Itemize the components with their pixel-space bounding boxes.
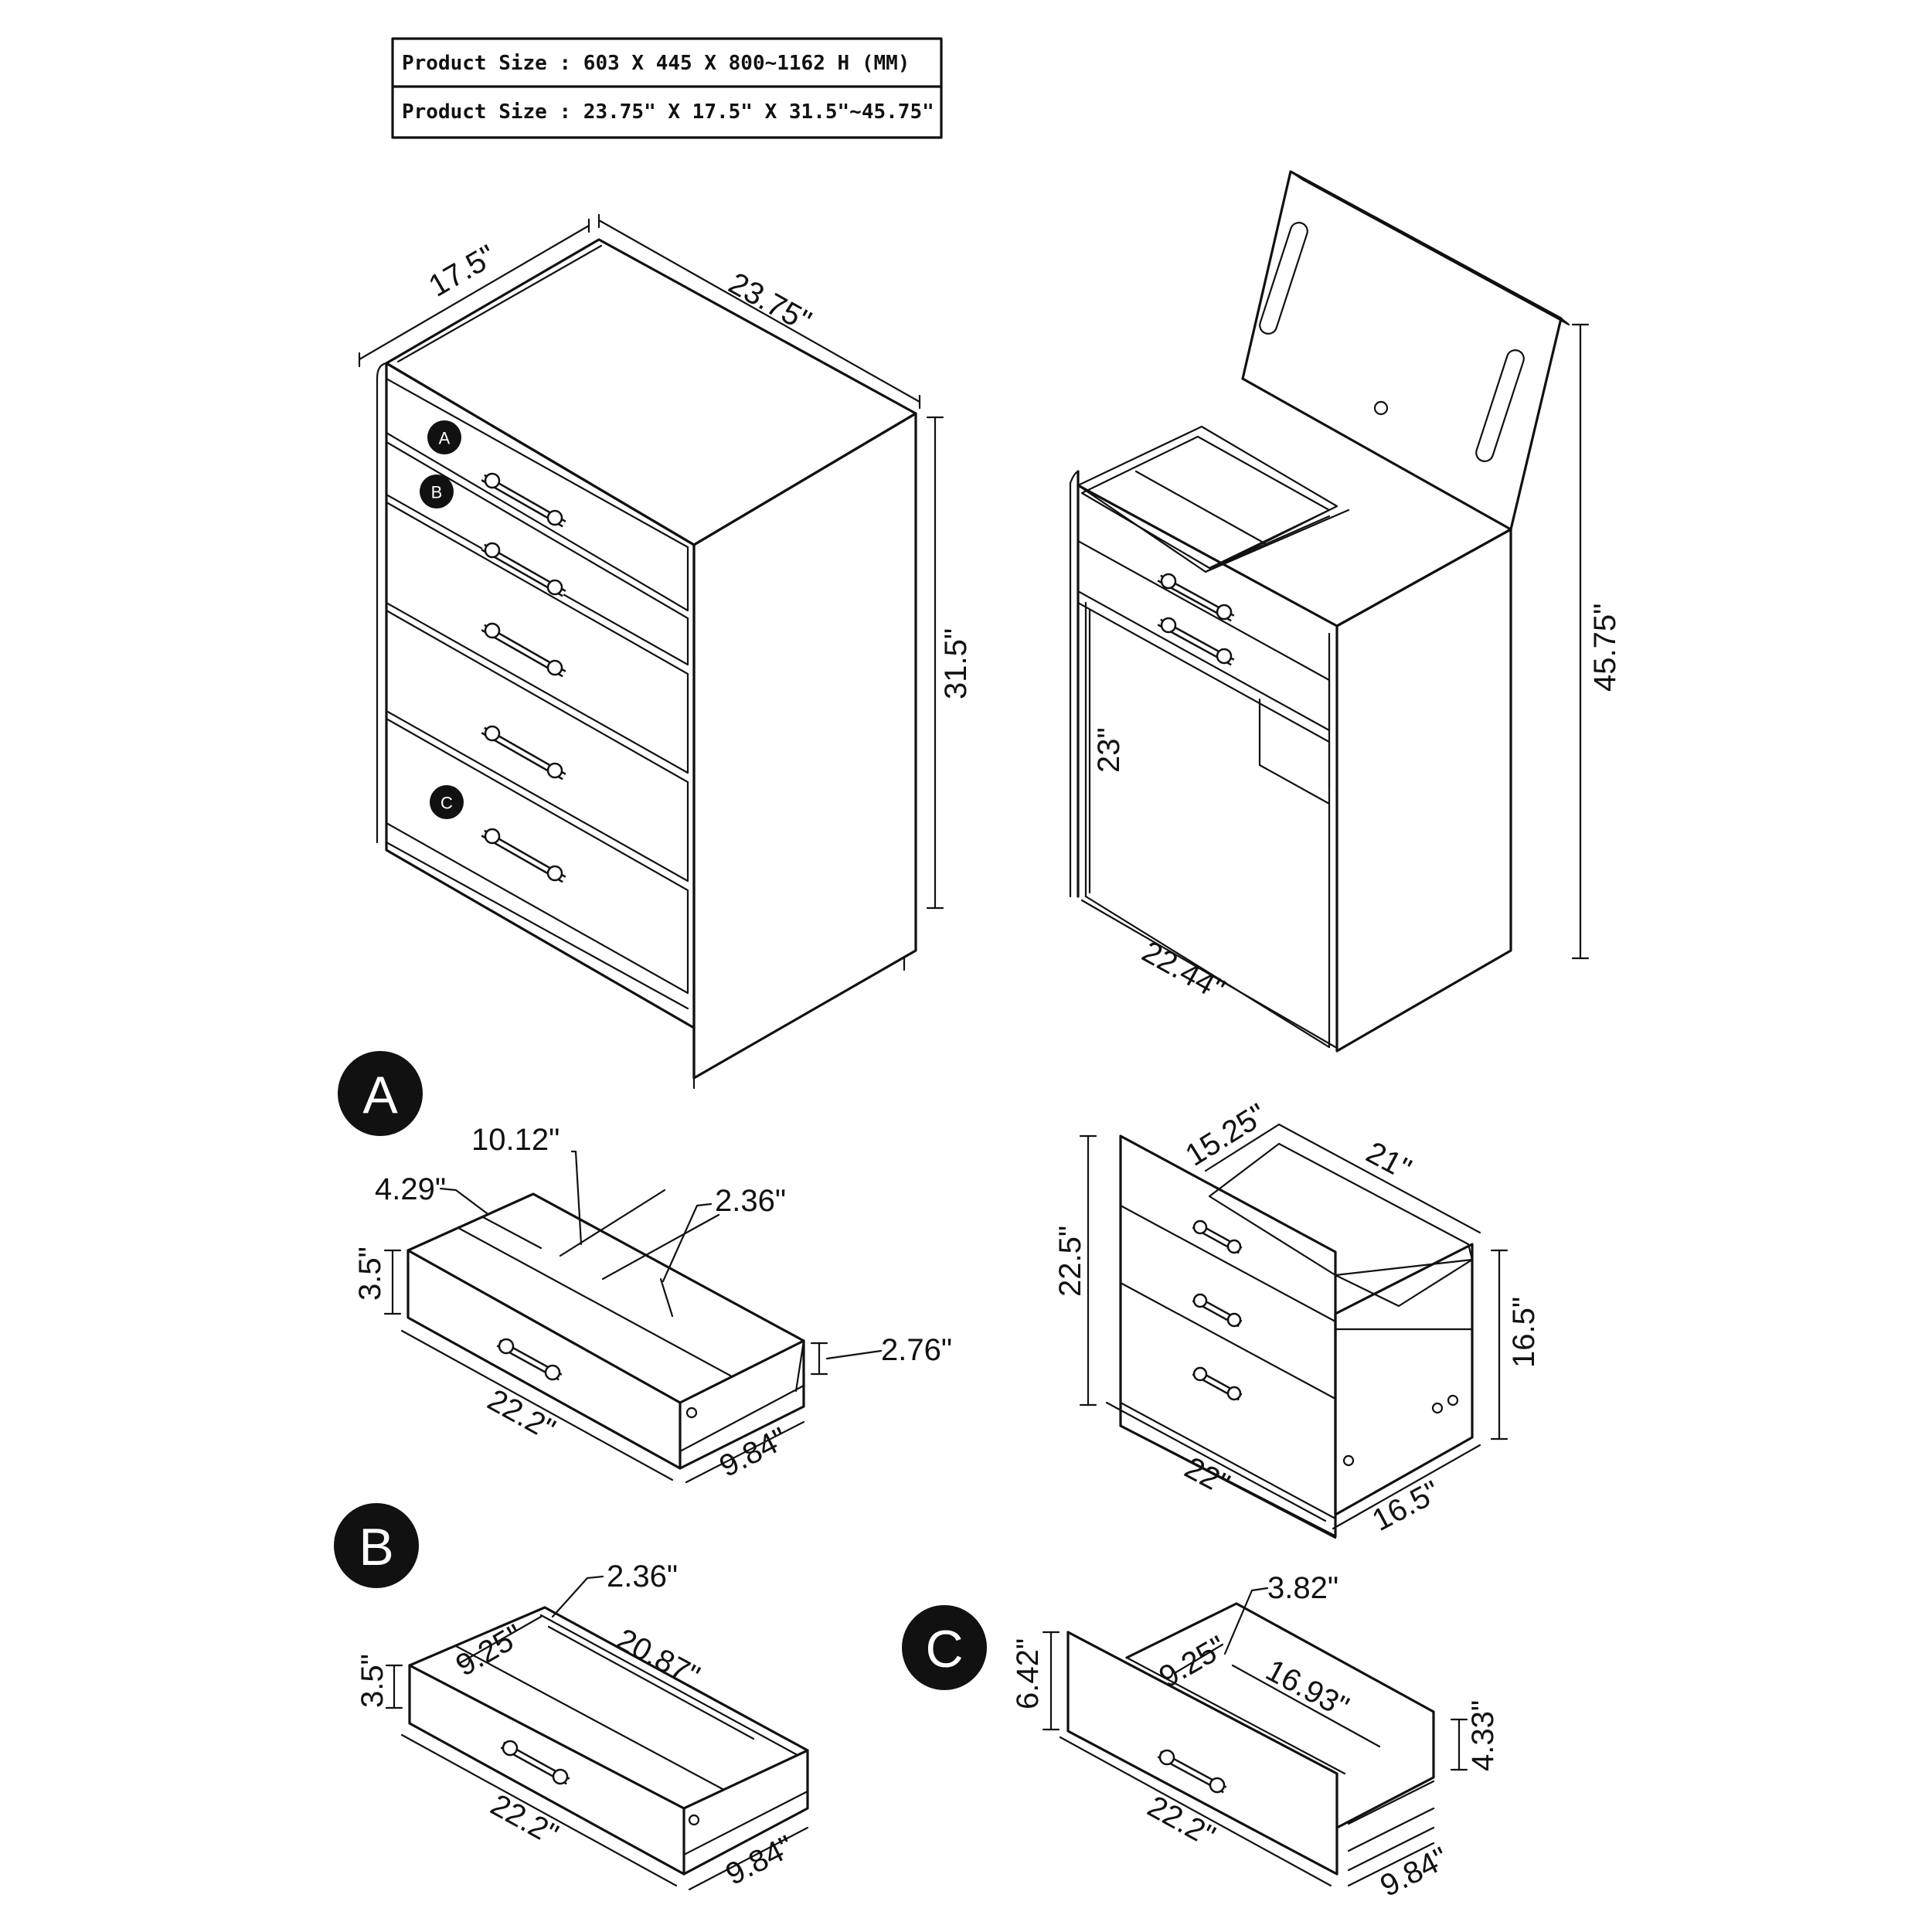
nightstand-base-width-label: 22"	[1179, 1451, 1235, 1502]
detail-a-badge	[338, 1051, 423, 1136]
nightstand-side-height-label: 16.5"	[1507, 1297, 1541, 1368]
svg-text:B: B	[431, 483, 443, 502]
callout-c-badge: C	[430, 785, 464, 819]
vanity-drawing: 45.75" 23" 22.44"	[1069, 170, 1622, 1053]
nightstand-depth-label: 15.25"	[1179, 1097, 1272, 1173]
nightstand-drawing: 15.25" 21" 22.5" 16.5" 22" 16.5"	[1053, 1097, 1541, 1539]
detail-c-dim-6: 22.2"	[1142, 1789, 1221, 1853]
detail-c-dim-5: 4.33"	[1466, 1700, 1500, 1771]
chest-height-label: 31.5"	[939, 628, 973, 699]
detail-c-badge	[902, 1605, 987, 1690]
detail-b-dim-3: 20.87"	[611, 1622, 706, 1694]
svg-text:C: C	[925, 1620, 963, 1679]
svg-text:A: A	[362, 1066, 398, 1124]
callout-a-badge: A	[427, 420, 461, 454]
detail-a-dim-2: 4.29"	[375, 1172, 446, 1206]
detail-c-dim-3: 16.93"	[1260, 1653, 1355, 1725]
chest-depth-label: 17.5"	[423, 239, 502, 304]
detail-b-dim-6: 9.84"	[720, 1829, 799, 1892]
vanity-height-label: 45.75"	[1588, 604, 1622, 692]
detail-a-dim-6: 22.2"	[482, 1383, 561, 1447]
nightstand-width-label: 21"	[1361, 1135, 1417, 1186]
nightstand-base-depth-label: 16.5"	[1367, 1475, 1446, 1538]
chest-width-label: 23.75"	[723, 266, 817, 338]
detail-b-dim-1: 2.36"	[607, 1560, 678, 1594]
detail-a-dim-1: 10.12"	[471, 1123, 560, 1157]
svg-text:C: C	[440, 794, 453, 813]
size-row-mm: Product Size : 603 X 445 X 800~1162 H (M…	[402, 52, 910, 75]
vanity-width-label: 22.44"	[1137, 934, 1230, 1007]
detail-a-dim-4: 3.5"	[353, 1247, 387, 1301]
svg-text:B: B	[359, 1518, 393, 1577]
detail-b-dim-5: 22.2"	[485, 1787, 564, 1852]
product-size-table: Product Size : 603 X 445 X 800~1162 H (M…	[391, 37, 943, 139]
nightstand-front-height-label: 22.5"	[1053, 1226, 1087, 1297]
detail-b-dim-2: 9.25"	[451, 1618, 529, 1683]
detail-c-dim-1: 3.82"	[1267, 1571, 1338, 1605]
detail-a-drawing: A 10.12" 4.29" 2.36" 3.5"	[338, 1051, 952, 1484]
chest-of-drawers-drawing: A B C 17.5" 23.75" 31.5"	[358, 213, 973, 1090]
detail-a-dim-3: 2.36"	[715, 1184, 786, 1218]
svg-text:A: A	[439, 429, 451, 448]
detail-b-dim-4: 3.5"	[355, 1654, 389, 1708]
size-row-in: Product Size : 23.75" X 17.5" X 31.5"~45…	[402, 100, 934, 124]
detail-b-drawing: B 2.36" 9.25" 20.87" 3.5" 22.2" 9.84"	[334, 1503, 809, 1892]
detail-a-dim-5: 2.76"	[881, 1333, 952, 1367]
detail-b-badge	[334, 1503, 419, 1588]
detail-c-drawing: C 3.82" 9.25" 16.93" 6.42" 4.33" 22.2" 9…	[902, 1571, 1500, 1903]
callout-b-badge: B	[420, 474, 454, 509]
vanity-knee-label: 23"	[1092, 727, 1126, 773]
detail-c-dim-4: 6.42"	[1011, 1638, 1045, 1709]
